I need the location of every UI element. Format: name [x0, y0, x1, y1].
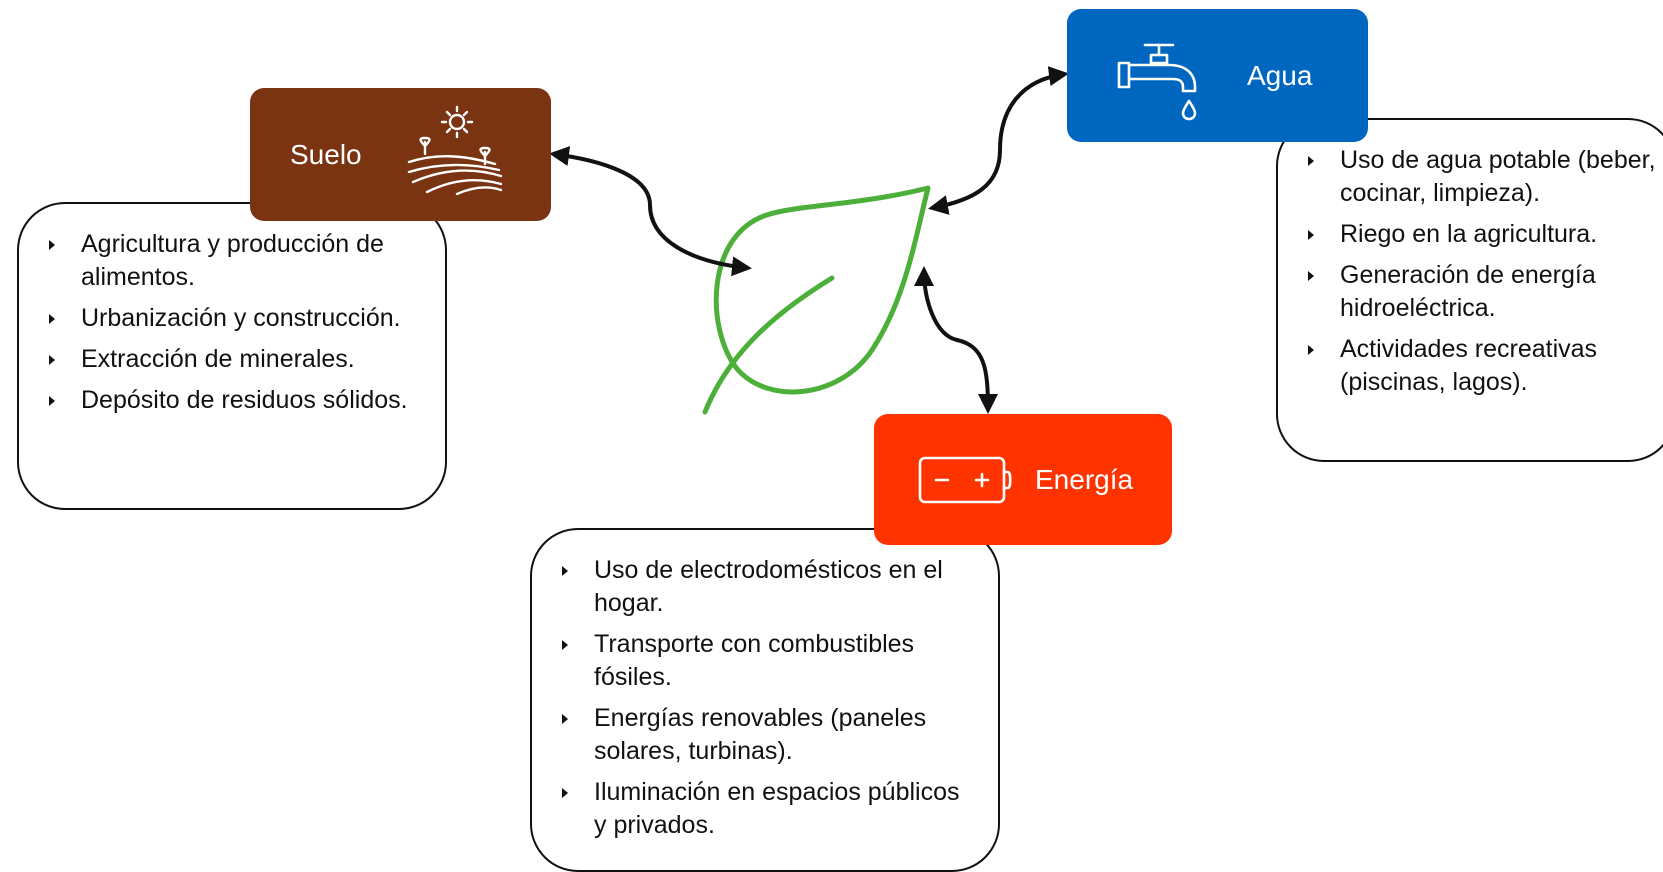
suelo-item-text: Extracción de minerales.	[81, 345, 355, 373]
suelo-item-text: Depósito de residuos sólidos.	[81, 386, 408, 414]
suelo-item: Depósito de residuos sólidos.	[19, 384, 425, 417]
energia-item: Uso de electrodomésticos en el hogar.	[532, 554, 978, 620]
suelo-item: Extracción de minerales.	[19, 343, 425, 376]
energia-tag: Energía	[874, 414, 1172, 545]
agua-item-text: Actividades recreativas (piscinas, lagos…	[1340, 335, 1598, 396]
bullet-icon	[49, 396, 55, 406]
arrow-suelo-leaf	[549, 146, 752, 277]
energia-item-text: Energías renovables (paneles solares, tu…	[594, 704, 927, 765]
agua-item: Actividades recreativas (piscinas, lagos…	[1278, 333, 1660, 399]
bullet-icon	[1308, 156, 1314, 166]
bullet-icon	[1308, 345, 1314, 355]
bullet-icon	[1308, 230, 1314, 240]
battery-icon	[918, 456, 1012, 504]
energia-item: Transporte con combustibles fósiles.	[532, 628, 978, 694]
agua-item-text: Riego en la agricultura.	[1340, 220, 1598, 248]
arrow-energia-leaf	[914, 266, 998, 414]
agua-uses-box: Uso de agua potable (beber, cocinar, lim…	[1276, 118, 1663, 462]
bullet-icon	[1308, 271, 1314, 281]
bullet-icon	[562, 788, 568, 798]
energia-uses-box: Uso de electrodomésticos en el hogar. Tr…	[530, 528, 1000, 872]
farm-field-sun-icon	[407, 105, 503, 196]
suelo-tag: Suelo	[250, 88, 551, 221]
suelo-uses-box: Agricultura y producción de alimentos. U…	[17, 202, 447, 510]
suelo-item-text: Agricultura y producción de alimentos.	[81, 230, 384, 291]
suelo-label: Suelo	[290, 138, 362, 170]
arrow-agua-leaf	[928, 66, 1069, 215]
agua-item: Uso de agua potable (beber, cocinar, lim…	[1278, 144, 1660, 210]
agua-item: Riego en la agricultura.	[1278, 218, 1660, 251]
bullet-icon	[49, 314, 55, 324]
energia-item-text: Uso de electrodomésticos en el hogar.	[594, 556, 943, 617]
leaf-icon	[702, 185, 931, 415]
agua-item: Generación de energía hidroeléctrica.	[1278, 259, 1660, 325]
energia-label: Energía	[1035, 463, 1134, 495]
agua-label: Agua	[1247, 59, 1313, 91]
energia-item-text: Transporte con combustibles fósiles.	[594, 630, 915, 691]
bullet-icon	[562, 640, 568, 650]
bullet-icon	[49, 240, 55, 250]
agua-tag: Agua	[1067, 9, 1368, 142]
water-faucet-icon	[1117, 43, 1197, 121]
suelo-item: Agricultura y producción de alimentos.	[19, 228, 425, 294]
energia-item-text: Iluminación en espacios públicos y priva…	[594, 778, 960, 839]
bullet-icon	[562, 714, 568, 724]
suelo-item: Urbanización y construcción.	[19, 302, 425, 335]
energia-item: Iluminación en espacios públicos y priva…	[532, 776, 978, 842]
suelo-item-text: Urbanización y construcción.	[81, 304, 401, 332]
agua-item-text: Generación de energía hidroeléctrica.	[1340, 261, 1596, 322]
bullet-icon	[49, 355, 55, 365]
bullet-icon	[562, 566, 568, 576]
energia-item: Energías renovables (paneles solares, tu…	[532, 702, 978, 768]
agua-item-text: Uso de agua potable (beber, cocinar, lim…	[1340, 146, 1656, 207]
